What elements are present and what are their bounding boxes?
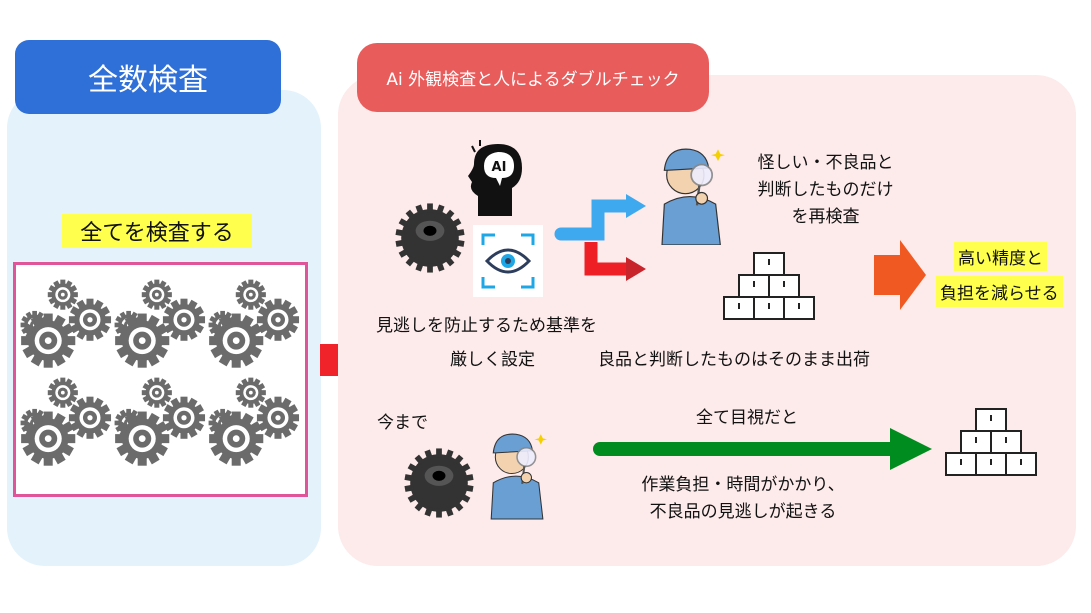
boxes-icon <box>722 251 816 321</box>
gear-icon <box>404 448 474 518</box>
boxes-icon <box>944 407 1038 477</box>
suspicious-text-2: 判断したものだけ <box>757 180 894 200</box>
ai-head-icon: AI <box>468 140 522 216</box>
inspector-icon <box>490 433 547 520</box>
gears-icon <box>16 265 305 494</box>
gear-grid <box>13 262 308 497</box>
eye-scan-icon <box>473 225 543 297</box>
inspector-icon <box>660 147 725 245</box>
full-inspection-title: 全数検査 <box>15 40 281 114</box>
double-check-title: Ai 外観検査と人によるダブルチェック <box>357 43 709 112</box>
green-arrow-icon <box>593 428 932 470</box>
inspect-all-label: 全てを検査する <box>62 214 252 248</box>
all-visual-text: 全て目視だと <box>696 408 798 428</box>
branch-arrows-icon <box>554 194 646 281</box>
suspicious-text-3: を再検査 <box>791 207 860 227</box>
result-text-2: 負担を減らせる <box>936 276 1063 307</box>
until-now-text: 今まで <box>377 413 428 433</box>
result-text-1: 高い精度と <box>954 242 1047 271</box>
good-ship-text: 良品と判断したものはそのまま出荷 <box>598 350 870 370</box>
problem-text-1: 作業負担・時間がかかり、 <box>641 475 845 495</box>
suspicious-text-1: 怪しい・不良品と <box>757 153 894 173</box>
criteria-text-2: 厳しく設定 <box>450 350 535 370</box>
problem-text-2: 不良品の見逃しが起きる <box>649 502 837 522</box>
ai-badge: AI <box>492 160 507 175</box>
gear-icon <box>395 203 465 273</box>
orange-arrow-icon <box>874 240 926 310</box>
criteria-text-1: 見逃しを防止するため基準を <box>376 316 597 336</box>
